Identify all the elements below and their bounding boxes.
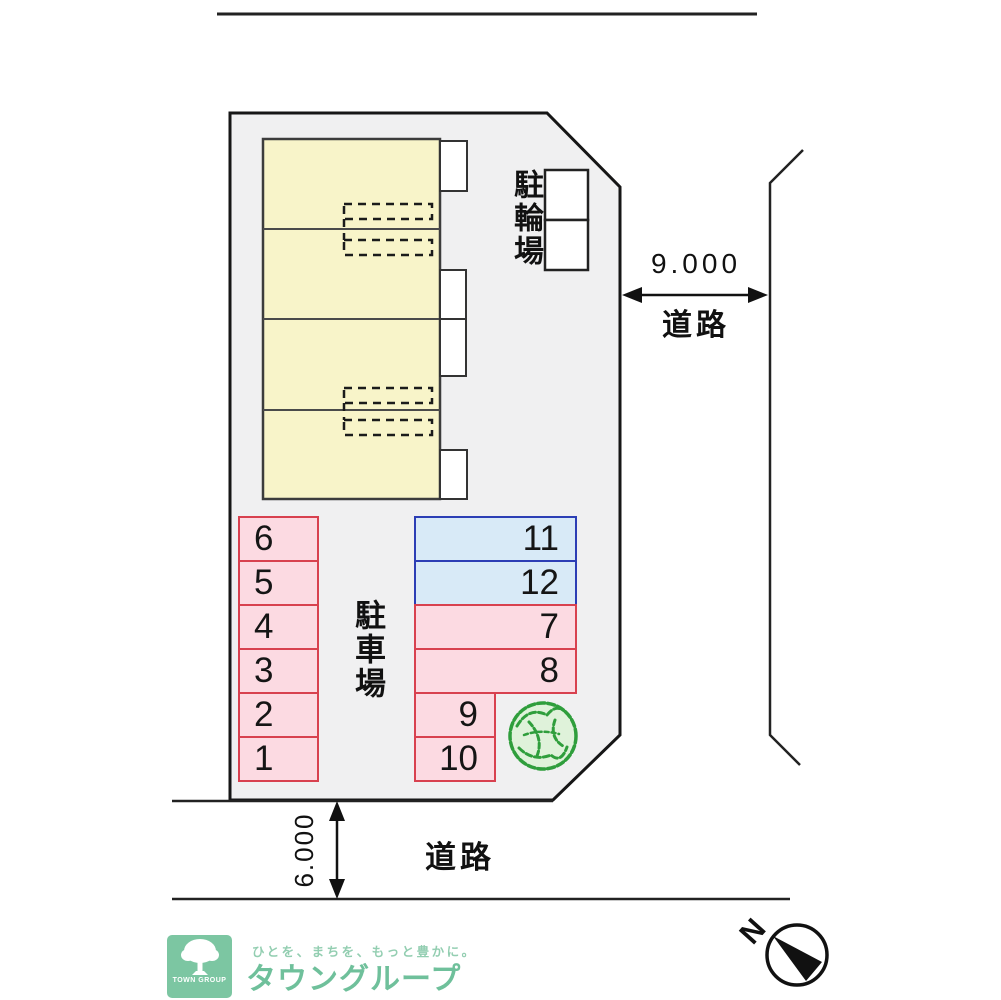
spot-number: 3	[254, 651, 274, 690]
bicycle-parking-label: 駐輪場	[509, 169, 542, 268]
parking-spot-2: 2	[238, 692, 319, 738]
town-group-tree-icon	[180, 939, 219, 975]
compass-needle	[773, 936, 822, 981]
logo-brand: タウングループ	[246, 963, 462, 996]
bicycle-rack-box	[543, 168, 590, 222]
compass-north-label: N	[733, 913, 772, 951]
spot-number: 11	[522, 519, 559, 558]
spot-number: 7	[539, 607, 559, 646]
parking-spot-1: 1	[238, 736, 319, 782]
parking-spot-7: 7	[414, 604, 577, 650]
parking-spot-12: 12	[414, 560, 577, 606]
right-road-dimension-arrow	[622, 287, 768, 303]
parking-spot-10: 10	[414, 736, 496, 782]
right-road-label: 道路	[662, 309, 730, 342]
porch	[439, 449, 468, 500]
bicycle-rack-box	[543, 218, 590, 272]
spot-number: 2	[254, 695, 274, 734]
spot-number: 9	[458, 695, 478, 734]
logo-tagline: ひとを、まちを、もっと豊かに。	[252, 945, 477, 959]
parking-spot-8: 8	[414, 648, 577, 694]
town-group-logo: TOWN GROUP	[167, 935, 232, 998]
spot-number: 8	[539, 651, 559, 690]
bottom-road-label: 道路	[425, 840, 495, 875]
parking-spot-9: 9	[414, 692, 496, 738]
parking-spot-4: 4	[238, 604, 319, 650]
tree-icon	[508, 701, 578, 771]
porch	[439, 318, 467, 377]
bottom-road-dimension-arrow	[329, 801, 345, 899]
parking-spot-5: 5	[238, 560, 319, 606]
parking-spot-6: 6	[238, 516, 319, 562]
right-road-dimension-value: 9.000	[650, 248, 742, 279]
parking-spot-11: 11	[414, 516, 577, 562]
parking-area-label: 駐車場	[350, 599, 385, 701]
porch	[439, 140, 468, 192]
town-group-mark-text: TOWN GROUP	[172, 977, 227, 984]
porch	[439, 269, 467, 320]
bottom-road-dimension-value: 6.000	[289, 812, 319, 888]
right-road-line	[768, 149, 804, 766]
spot-number: 6	[254, 519, 274, 558]
spot-number: 1	[254, 739, 274, 778]
parking-spot-3: 3	[238, 648, 319, 694]
spot-number: 5	[254, 563, 274, 602]
dashed-stair-mark	[342, 202, 434, 437]
spot-number: 10	[439, 739, 478, 778]
spot-number: 4	[254, 607, 274, 646]
spot-number: 12	[520, 563, 559, 602]
compass: N	[733, 913, 829, 987]
